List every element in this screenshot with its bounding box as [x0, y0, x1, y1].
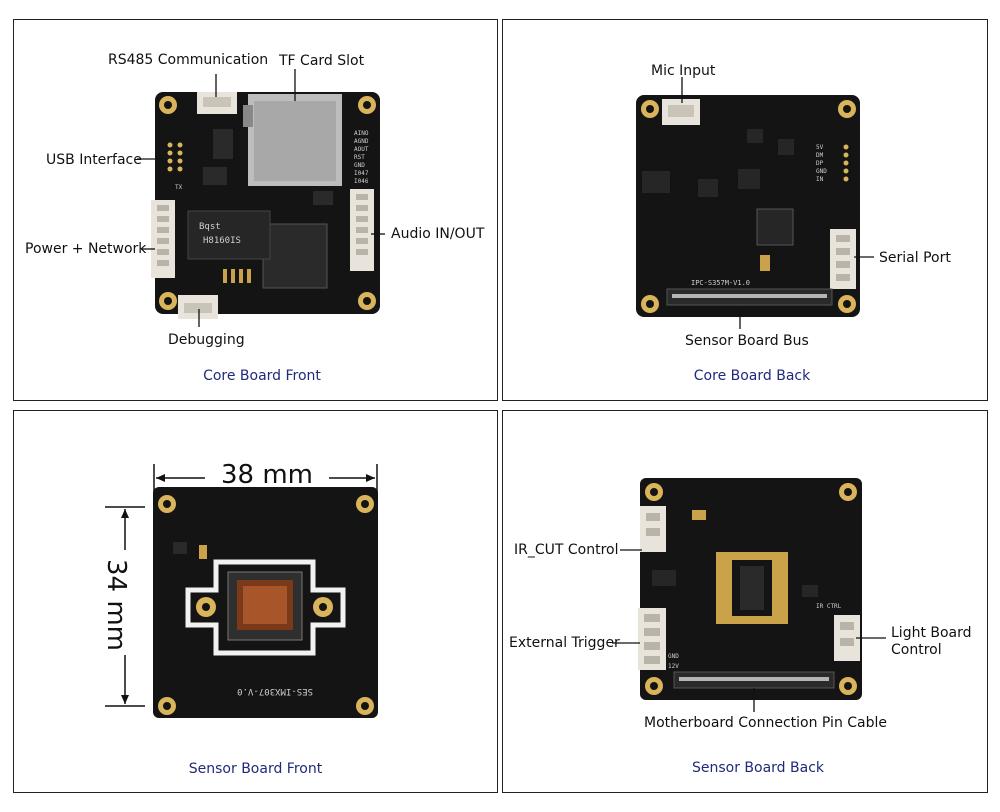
- core-back-pin-1: DM: [816, 152, 824, 159]
- core-front-tx-silk: TX: [175, 184, 183, 191]
- caption-core-board-front: Core Board Front: [203, 368, 321, 384]
- label-usb-interface: USB Interface: [46, 152, 142, 168]
- caption-sensor-board-back: Sensor Board Back: [691, 760, 825, 776]
- core-front-pin-4: GND: [354, 162, 365, 169]
- label-rs485-communication: RS485 Communication: [108, 52, 269, 68]
- core-front-pin-6: I046: [354, 178, 369, 185]
- label-debugging: Debugging: [168, 332, 245, 348]
- label-serial-port: Serial Port: [879, 250, 951, 266]
- core-back-pin-3: GND: [816, 168, 827, 175]
- sensor-back-ir-ctrl-silk: IR CTRL: [816, 603, 842, 610]
- label-light-board: Light Board: [891, 625, 972, 641]
- core-back-pin-4: IN: [816, 176, 824, 183]
- label-tf-card-slot: TF Card Slot: [279, 53, 365, 69]
- sensor-board-front-image: SES-IMX307-V.0: [105, 464, 378, 718]
- label-power-network: Power + Network: [25, 241, 147, 257]
- sensor-board-back-image: IR CTRL GND 12V: [612, 478, 886, 712]
- label-control: Control: [891, 642, 942, 658]
- label-audio-in-out: Audio IN/OUT: [391, 226, 485, 242]
- dimension-width: 38 mm: [221, 460, 314, 490]
- core-front-pin-5: I047: [354, 170, 369, 177]
- core-board-front-image: Bqst H8160IS AINO AGND AOUT RST GND I047…: [137, 69, 385, 327]
- label-sensor-board-bus: Sensor Board Bus: [685, 333, 809, 349]
- label-external-trigger: External Trigger: [509, 635, 620, 651]
- dimension-height: 34 mm: [101, 558, 132, 652]
- sensor-back-12v-silk: 12V: [668, 663, 679, 670]
- core-back-pin-2: DP: [816, 160, 824, 167]
- sensor-back-gnd-silk: GND: [668, 653, 679, 660]
- caption-sensor-board-front: Sensor Board Front: [188, 761, 323, 777]
- core-front-pin-2: AOUT: [354, 146, 369, 153]
- core-back-model-silk: IPC-S357M-V1.0: [691, 279, 750, 287]
- core-front-logo-silk: Bqst: [199, 222, 221, 232]
- core-front-pin-3: RST: [354, 154, 365, 161]
- label-mic-input: Mic Input: [651, 63, 716, 79]
- label-ir-cut-control: IR_CUT Control: [514, 542, 619, 558]
- core-front-pin-1: AGND: [354, 138, 369, 145]
- sensor-front-silk: SES-IMX307-V.0: [237, 686, 313, 696]
- label-motherboard-connection: Motherboard Connection Pin Cable: [644, 715, 888, 731]
- core-front-chip-silk: H8160IS: [203, 236, 241, 246]
- caption-core-board-back: Core Board Back: [693, 368, 811, 384]
- core-front-pin-0: AINO: [354, 130, 369, 137]
- core-back-pin-0: 5V: [816, 144, 824, 151]
- core-board-back-image: 5V DM DP GND IN IPC-S357M-V1.0: [636, 77, 874, 329]
